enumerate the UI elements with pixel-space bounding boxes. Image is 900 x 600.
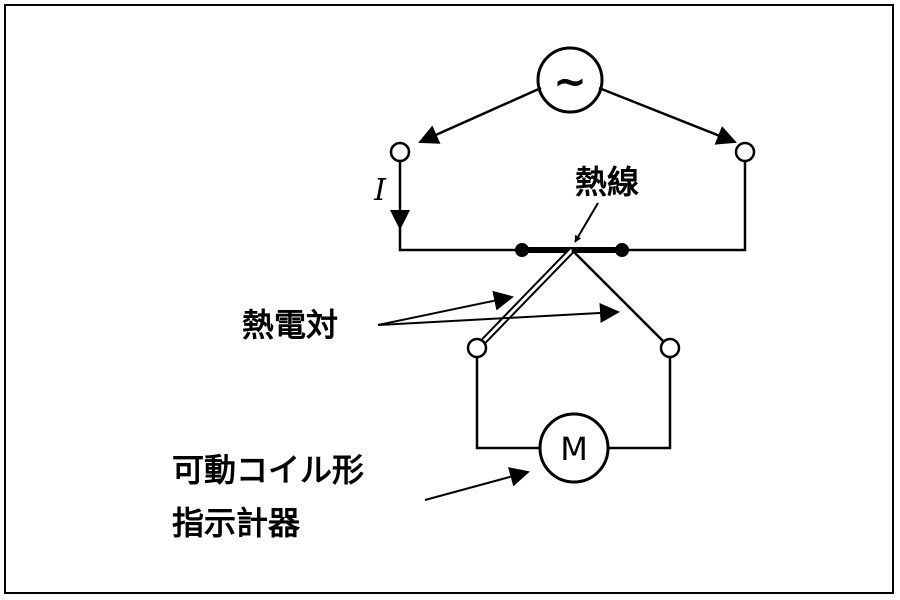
thermocouple [474, 247, 671, 351]
meter-label-line2: 指示計器 [172, 504, 301, 542]
hot-wire-node-right [615, 243, 629, 257]
thermocouple-pointer-left [377, 290, 514, 326]
source-lead-left [418, 86, 542, 144]
meter-pointer [424, 467, 530, 501]
thermocouple-pointer-right [377, 302, 620, 326]
moving-coil-meter: M [538, 412, 610, 484]
input-terminal-right [734, 141, 756, 163]
ac-source-symbol: ~ [553, 59, 587, 105]
meter-wire-left [475, 357, 540, 450]
current-label: I [373, 173, 387, 208]
source-lead-right [598, 86, 737, 145]
ac-source: ~ [536, 46, 604, 114]
meter-symbol: M [560, 430, 588, 468]
hot-wire-label: 熱線 [575, 163, 639, 201]
hot-wire-pointer [574, 202, 599, 243]
meter-label-line1: 可動コイル形 [172, 451, 364, 489]
wire-right [622, 161, 747, 252]
meter-terminal-left [466, 337, 488, 359]
meter-wire-right [608, 357, 672, 450]
thermocouple-label: 熱電対 [242, 306, 338, 344]
outer-frame [4, 4, 894, 594]
hot-wire-node-left [515, 243, 529, 257]
wire-left [398, 228, 522, 252]
input-terminal-left [389, 141, 411, 163]
meter-terminal-right [659, 337, 681, 359]
